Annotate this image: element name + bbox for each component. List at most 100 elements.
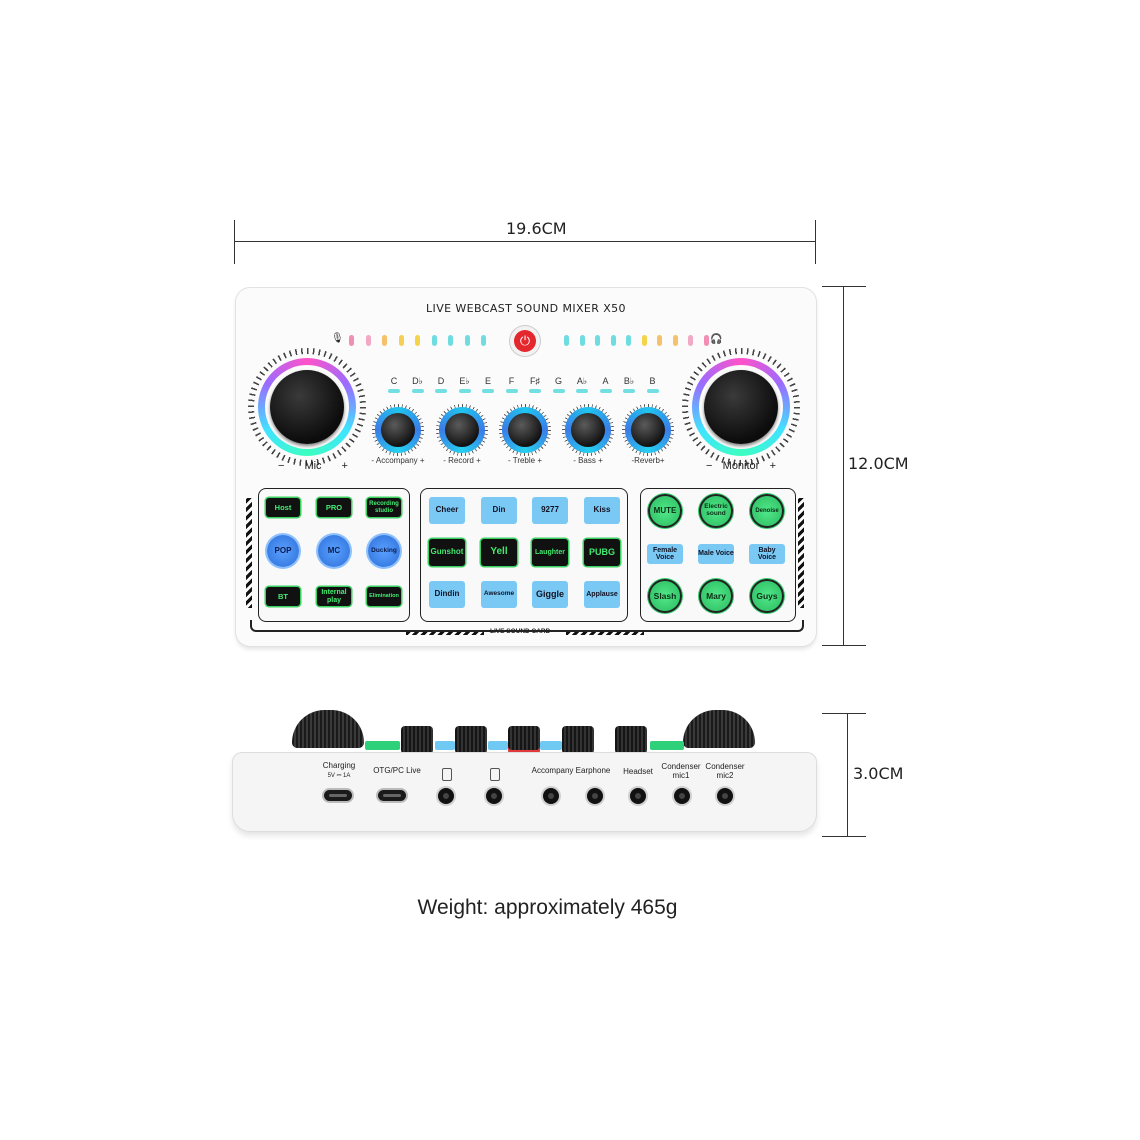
dindin-button[interactable]: Dindin xyxy=(429,581,465,608)
elimination-button[interactable]: Elimination xyxy=(367,587,401,606)
gunshot-button[interactable]: Gunshot xyxy=(429,539,465,566)
key-note-button[interactable] xyxy=(482,389,494,393)
key-note-button[interactable] xyxy=(623,389,635,393)
key-note-button[interactable] xyxy=(458,389,471,393)
9277-button[interactable]: 9277 xyxy=(532,497,568,524)
accompany-jack[interactable] xyxy=(543,788,559,804)
monitor-knob[interactable] xyxy=(682,348,800,466)
otg-usbc-port[interactable] xyxy=(378,790,406,801)
pubg-button[interactable]: PUBG xyxy=(584,539,620,566)
depth-dim-top-tick xyxy=(822,713,866,714)
key-note-label: A♭ xyxy=(576,376,588,386)
bottom-frame-line xyxy=(250,620,804,632)
phone-jack-2[interactable] xyxy=(486,788,502,804)
male-voice-button[interactable]: Male Voice xyxy=(698,544,734,564)
level-led xyxy=(415,335,420,346)
host-button[interactable]: Host xyxy=(266,498,300,517)
height-dim-top-tick xyxy=(822,286,866,287)
key-note-button[interactable] xyxy=(411,389,424,393)
mute-button[interactable]: MUTE xyxy=(648,494,682,528)
headset-jack[interactable] xyxy=(630,788,646,804)
internal-play-button[interactable]: Internal play xyxy=(317,587,351,606)
reverb-knob-label: -Reverb+ xyxy=(631,456,665,465)
level-led xyxy=(431,335,437,346)
pop-button[interactable]: POP xyxy=(267,535,299,567)
pro-button[interactable]: PRO xyxy=(317,498,351,517)
footer-stripe-right xyxy=(566,630,644,635)
weight-caption: Weight: approximately 465g xyxy=(417,896,678,919)
key-note-button[interactable] xyxy=(599,389,612,393)
mic-label: Mic xyxy=(304,460,322,472)
record-knob-label: - Record + xyxy=(443,456,481,465)
key-note-button[interactable] xyxy=(646,389,659,393)
green-button-strip-left xyxy=(365,741,400,750)
mc-button[interactable]: MC xyxy=(318,535,350,567)
key-note-label: B♭ xyxy=(623,376,635,386)
treble-knob-side xyxy=(508,726,540,754)
width-dim-left-tick xyxy=(234,220,235,264)
power-icon: ⏻ xyxy=(514,330,536,352)
baby-voice-button[interactable]: Baby Voice xyxy=(749,544,785,564)
key-note-label: A xyxy=(602,376,609,386)
blue-button-strip-2 xyxy=(488,741,508,750)
mic-knob[interactable] xyxy=(248,348,366,466)
width-dim-right-tick xyxy=(815,220,816,264)
middle-button-panel: Cheer Din 9277 Kiss Gunshot Yell Laughte… xyxy=(420,488,628,622)
right-stripe-decoration xyxy=(798,498,804,608)
charging-usbc-port[interactable] xyxy=(324,790,352,801)
charging-port-label: Charging 5V ⎓ 1A xyxy=(316,761,362,780)
accompany-earphone-label: Accompany Earphone xyxy=(524,766,618,775)
denoise-button[interactable]: Denoise xyxy=(750,494,784,528)
level-led xyxy=(349,335,354,346)
key-note-button[interactable] xyxy=(388,389,400,393)
accompany-knob-side xyxy=(401,726,433,754)
accompany-knob[interactable] xyxy=(372,404,424,456)
height-dim-line xyxy=(843,286,844,645)
guys-button[interactable]: Guys xyxy=(750,579,784,613)
level-led xyxy=(448,335,453,346)
laughter-button[interactable]: Laughter xyxy=(532,539,568,566)
bass-knob-side xyxy=(562,726,594,754)
earphone-jack[interactable] xyxy=(587,788,603,804)
power-button[interactable]: ⏻ xyxy=(510,326,540,356)
mic-knob-side xyxy=(292,710,364,748)
female-voice-button[interactable]: Female Voice xyxy=(647,544,683,564)
ducking-button[interactable]: Ducking xyxy=(368,535,400,567)
cheer-button[interactable]: Cheer xyxy=(429,497,465,524)
din-button[interactable]: Din xyxy=(481,497,517,524)
earphone-label: Earphone xyxy=(575,766,611,775)
awesome-button[interactable]: Awesome xyxy=(481,581,517,608)
charging-label: Charging xyxy=(322,761,356,770)
level-led xyxy=(579,335,585,346)
condenser-mic2-jack[interactable] xyxy=(717,788,733,804)
monitor-knob-side xyxy=(683,710,755,748)
yell-button[interactable]: Yell xyxy=(481,539,517,566)
level-led xyxy=(657,335,662,346)
electric-sound-button[interactable]: Electric sound xyxy=(699,494,733,528)
key-note-button[interactable] xyxy=(552,389,565,393)
mary-button[interactable]: Mary xyxy=(699,579,733,613)
record-knob[interactable] xyxy=(436,404,488,456)
bt-button[interactable]: BT xyxy=(266,587,300,606)
slash-button[interactable]: Slash xyxy=(648,579,682,613)
left-stripe-decoration xyxy=(246,498,252,608)
level-led xyxy=(365,335,371,346)
key-note-label: G xyxy=(554,376,562,386)
depth-dim-bottom-tick xyxy=(822,836,866,837)
giggle-button[interactable]: Giggle xyxy=(532,581,568,608)
treble-knob[interactable] xyxy=(499,404,551,456)
reverb-knob[interactable] xyxy=(622,404,674,456)
recording-studio-button[interactable]: Recording studio xyxy=(367,498,401,517)
phone-jack-1[interactable] xyxy=(438,788,454,804)
depth-dim-label: 3.0CM xyxy=(853,764,904,783)
applause-button[interactable]: Applause xyxy=(584,581,620,608)
device-title: LIVE WEBCAST SOUND MIXER X50 xyxy=(426,302,626,315)
condenser-mic1-jack[interactable] xyxy=(674,788,690,804)
kiss-button[interactable]: Kiss xyxy=(584,497,620,524)
key-note-button[interactable] xyxy=(529,389,541,393)
width-dim-line xyxy=(234,241,815,242)
key-note-button[interactable] xyxy=(576,389,588,393)
key-note-button[interactable] xyxy=(505,389,518,393)
bass-knob[interactable] xyxy=(562,404,614,456)
key-note-button[interactable] xyxy=(435,389,447,393)
